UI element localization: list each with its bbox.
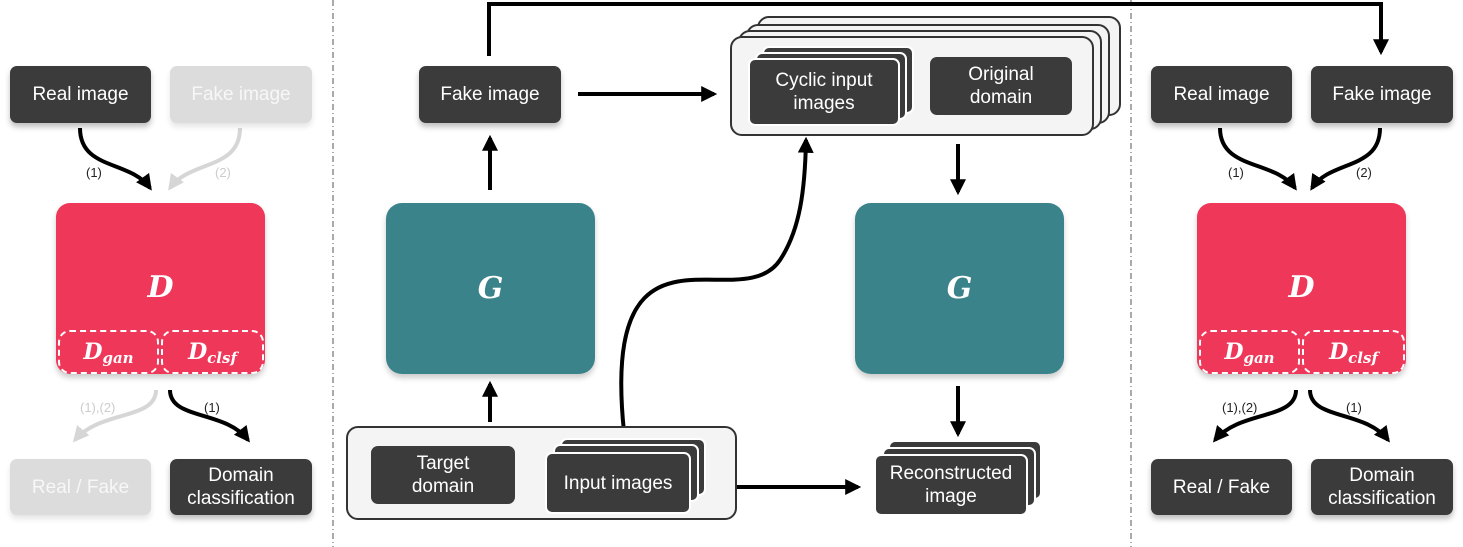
right-d-clsf-sub: clsf — [1348, 349, 1378, 367]
right-fake-image-box: Fake image — [1311, 66, 1453, 123]
arrow-right-fake-to-d — [1310, 127, 1382, 191]
arrow-top-loop — [487, 2, 1389, 56]
left-real-image-label: Real image — [32, 84, 129, 105]
right-real-image-label: Real image — [1173, 84, 1270, 105]
arrow-left-fake-to-d — [168, 127, 242, 191]
right-domain-classification-box: Domain classification — [1311, 459, 1453, 515]
reconstructed-image-label: Reconstructed image — [889, 463, 1013, 507]
right-d-clsf-main: D — [1329, 339, 1349, 365]
left-domain-classification-label: Domain classification — [187, 465, 295, 509]
arrow-right-d-to-realfake — [1212, 389, 1298, 443]
cyclic-input-images-label: Cyclic input images — [775, 70, 873, 114]
arrow-left-real-to-d — [78, 127, 152, 191]
cyclic-input-images-box: Cyclic input images — [748, 58, 900, 126]
arrow-input-to-cyclic — [619, 136, 814, 433]
right-step1-in: (1) — [1228, 165, 1244, 180]
right-step-out-right: (1) — [1346, 400, 1362, 415]
input-images-label: Input images — [563, 472, 673, 494]
generator-left: G — [386, 203, 595, 374]
left-real-fake-label: Real / Fake — [31, 476, 130, 498]
left-discriminator — [56, 203, 265, 374]
right-step-out-left: (1),(2) — [1222, 400, 1258, 415]
right-domain-classification-label: Domain classification — [1328, 465, 1436, 509]
left-d-text: D — [147, 270, 174, 305]
center-fake-image-label: Fake image — [440, 84, 540, 105]
left-d-label: D — [56, 270, 265, 305]
right-d-gan-main: D — [1224, 339, 1244, 365]
original-domain-box: Original domain — [930, 57, 1072, 115]
reconstructed-image-box: Reconstructed image — [874, 454, 1028, 516]
arrow-left-d-to-domain — [168, 389, 250, 443]
original-domain-label: Original domain — [968, 64, 1034, 108]
generator-right-label: G — [946, 271, 973, 306]
center-fake-image-box: Fake image — [419, 66, 561, 123]
left-fake-image-label: Fake image — [191, 84, 291, 105]
left-fake-image-box: Fake image — [170, 66, 312, 123]
right-real-image-box: Real image — [1151, 66, 1292, 123]
generator-left-label: G — [477, 271, 504, 306]
left-d-clsf-main: D — [188, 339, 208, 365]
right-discriminator — [1197, 203, 1406, 374]
input-images-box: Input images — [545, 452, 691, 514]
right-step2-in: (2) — [1356, 165, 1372, 180]
right-d-gan-sub: gan — [1243, 349, 1275, 367]
arrow-right-real-to-d — [1218, 127, 1297, 191]
target-domain-label: Target domain — [411, 453, 475, 497]
arrow-right-d-to-domain — [1308, 389, 1390, 443]
right-real-fake-box: Real / Fake — [1151, 459, 1292, 515]
left-domain-classification-box: Domain classification — [170, 459, 312, 515]
left-step-out-left: (1),(2) — [80, 400, 116, 415]
left-step1-in: (1) — [86, 165, 102, 180]
arrow-left-d-to-realfake — [72, 389, 158, 443]
left-d-clsf-sub: clsf — [207, 349, 237, 367]
target-domain-box: Target domain — [371, 446, 515, 504]
left-step-out-right: (1) — [204, 400, 220, 415]
generator-right: G — [855, 203, 1064, 374]
left-step2-in: (2) — [215, 165, 231, 180]
right-fake-image-label: Fake image — [1332, 84, 1432, 105]
left-real-fake-box: Real / Fake — [10, 459, 151, 515]
left-d-gan-main: D — [83, 339, 103, 365]
right-d-text: D — [1288, 270, 1315, 305]
left-real-image-box: Real image — [10, 66, 151, 123]
right-d-label: D — [1197, 270, 1406, 305]
left-d-gan-sub: gan — [102, 349, 134, 367]
right-real-fake-label: Real / Fake — [1172, 476, 1271, 498]
